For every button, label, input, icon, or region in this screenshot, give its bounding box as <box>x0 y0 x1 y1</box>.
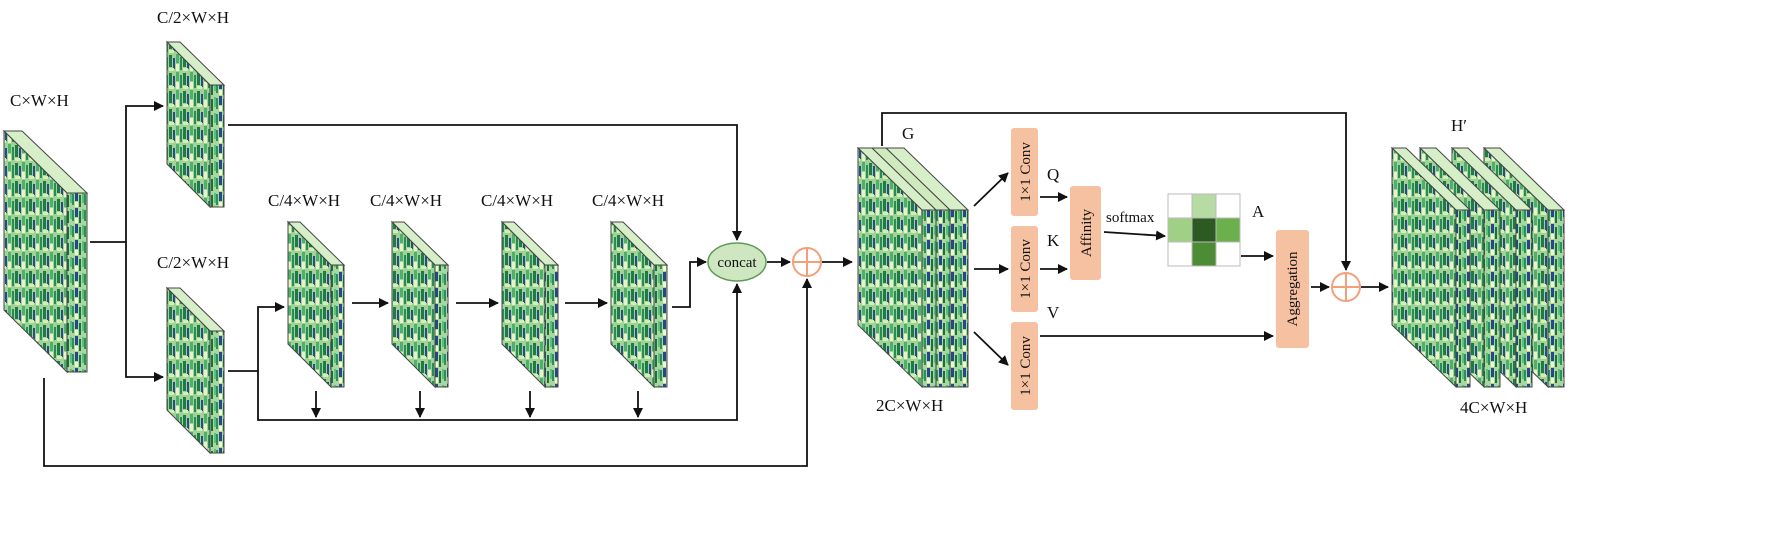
g-to-conv-q-arrow <box>973 172 1009 207</box>
output-feature-map <box>1390 146 1566 389</box>
stage1-dims-label: C/4×W×H <box>268 191 340 210</box>
conv-v-block: 1×1 Conv <box>1011 322 1038 410</box>
split-bottom-feature-map <box>165 286 226 455</box>
aggregation-block: Aggregation <box>1276 230 1309 348</box>
stage4-feature-map <box>609 220 669 389</box>
output-dims-label: 4C×W×H <box>1460 398 1527 417</box>
a-label: A <box>1252 202 1265 221</box>
g-skip-to-add-arrow <box>881 112 1351 271</box>
add-node-2 <box>1331 272 1361 302</box>
softmax-label: softmax <box>1106 210 1155 226</box>
affinity-block: Affinity <box>1070 186 1101 280</box>
split-to-top-arrow <box>125 101 164 242</box>
v-label: V <box>1047 303 1060 322</box>
add-node-1 <box>792 247 822 277</box>
g-to-conv-v-arrow <box>973 331 1009 366</box>
stage1-feature-map <box>286 220 346 389</box>
conv-k-label: 1×1 Conv <box>1018 239 1034 299</box>
affinity-to-matrix-arrow <box>1103 230 1166 241</box>
stage2-dims-label: C/4×W×H <box>370 191 442 210</box>
stage4-dims-label: C/4×W×H <box>592 191 664 210</box>
concat-label: concat <box>717 255 757 271</box>
g-label: G <box>902 124 914 143</box>
input-residual-arrow <box>43 278 812 467</box>
input-feature-map <box>2 129 89 374</box>
g-dims-label: 2C×W×H <box>876 396 943 415</box>
split-top-feature-map <box>165 40 226 209</box>
aggregation-label: Aggregation <box>1285 251 1301 326</box>
connectors <box>43 101 1389 467</box>
q-label: Q <box>1047 165 1059 184</box>
input-dims-label: C×W×H <box>10 91 69 110</box>
k-label: K <box>1047 231 1060 250</box>
affinity-matrix <box>1167 193 1241 267</box>
stage3-feature-map <box>500 220 560 389</box>
split-to-bottom-arrow <box>125 242 164 382</box>
stage3-dims-label: C/4×W×H <box>481 191 553 210</box>
output-label: H′ <box>1451 116 1467 135</box>
bottom-bus <box>257 283 742 421</box>
stage2-feature-map <box>390 220 450 389</box>
bottom-to-stage1-arrow <box>228 302 285 372</box>
conv-q-block: 1×1 Conv <box>1011 128 1038 216</box>
conv-v-label: 1×1 Conv <box>1018 336 1034 396</box>
top-branch-to-concat-arrow <box>228 124 742 241</box>
conv-k-block: 1×1 Conv <box>1011 226 1038 312</box>
split-bottom-dims-label: C/2×W×H <box>157 253 229 272</box>
conv-q-label: 1×1 Conv <box>1018 142 1034 202</box>
affinity-label: Affinity <box>1079 208 1095 257</box>
concat-node: concat <box>707 242 767 282</box>
split-top-dims-label: C/2×W×H <box>157 8 229 27</box>
g-feature-map <box>856 146 970 389</box>
stage4-to-concat-arrow <box>672 257 707 308</box>
